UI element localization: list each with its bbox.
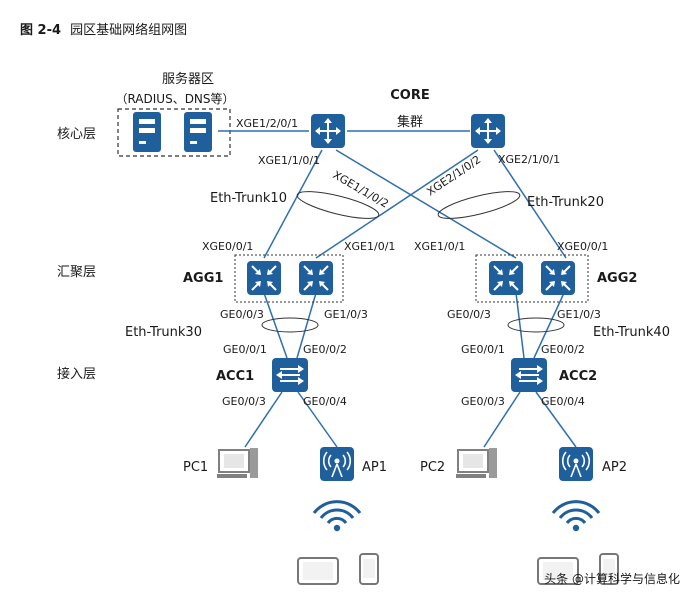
agg1-label: AGG1 [183,271,223,286]
access-point-icon [558,446,594,482]
core2-port-agg2: XGE2/1/0/1 [498,153,560,166]
acc1-switch-icon [271,357,309,393]
trunk-ellipses [261,191,565,333]
pc2-label: PC2 [420,460,445,475]
pc-icon [216,447,259,479]
access-point-icon [319,446,355,482]
trunk40-label: Eth-Trunk40 [593,325,670,340]
link-acc1-pc1 [244,391,283,448]
wifi-signal-icon [551,500,601,533]
trunk10-label: Eth-Trunk10 [210,191,287,206]
acc2-port-up-b: GE0/0/2 [541,343,585,356]
link-acc1-ap1 [297,391,338,448]
pc1-label: PC1 [183,460,208,475]
acc1-port-up-b: GE0/0/2 [303,343,347,356]
trunk20-label: Eth-Trunk20 [527,195,604,210]
core-label: CORE [390,88,429,103]
core1-router-icon [310,113,346,149]
core1-port-servers: XGE1/2/0/1 [236,117,298,130]
agg1-port-acc-a: GE0/0/3 [220,308,264,321]
acc2-port-up-a: GE0/0/1 [461,343,505,356]
agg2-label: AGG2 [597,271,637,286]
link-acc2-ap2 [535,391,577,448]
link-core2-agg2 [493,149,567,259]
server-area-box [117,108,231,157]
agg1-port-core1: XGE0/0/1 [202,240,253,253]
server-area-subtitle: （RADIUS、DNS等） [115,92,234,106]
agg2-port-acc-a: GE0/0/3 [447,308,491,321]
link-agg1b-acc1 [296,292,317,359]
agg1-port-acc-b: GE1/0/3 [324,308,368,321]
acc2-port-ap: GE0/0/4 [541,395,585,408]
layer-label-aggregation: 汇聚层 [57,265,96,280]
link-core1-agg2 [335,149,517,259]
link-agg1a-acc1 [263,292,288,359]
acc2-port-pc: GE0/0/3 [461,395,505,408]
layer-label-access: 接入层 [57,366,96,382]
agg2-port-core1: XGE1/0/1 [414,240,465,253]
core1-port-agg2: XGE1/1/0/2 [331,168,391,210]
acc1-port-ap: GE0/0/4 [303,395,347,408]
agg2-port-acc-b: GE1/0/3 [557,308,601,321]
layer-label-core: 核心层 [57,127,96,142]
trunk20-ellipse [437,191,521,219]
figure-number: 图 2-4 [20,23,61,38]
trunk40-ellipse [507,317,565,333]
watermark: 头条 @计算科学与信息化 [544,571,680,586]
acc2-label: ACC2 [559,369,597,384]
server-area-title: 服务器区 [162,71,214,87]
agg2-switch-icon [540,260,576,296]
agg1-stack-box [234,254,344,303]
core1-port-agg1: XGE1/1/0/1 [258,154,320,167]
agg2-switch-icon [488,260,524,296]
agg1-switch-icon [298,260,334,296]
acc1-port-pc: GE0/0/3 [222,395,266,408]
links [218,130,577,448]
tablet-icon [297,557,339,585]
link-agg2b-acc2 [533,292,565,359]
trunk10-ellipse [296,191,380,219]
agg2-port-core2: XGE0/0/1 [557,240,608,253]
ap1-label: AP1 [362,460,387,475]
pc-icon [455,447,498,479]
acc2-switch-icon [510,357,548,393]
acc1-port-up-a: GE0/0/1 [223,343,267,356]
phone-icon [359,553,379,585]
cluster-label: 集群 [397,114,423,130]
server-icon [133,112,161,152]
trunk30-label: Eth-Trunk30 [125,325,202,340]
ap2-label: AP2 [602,460,627,475]
server-icon [184,112,212,152]
agg1-port-core2: XGE1/0/1 [344,240,395,253]
link-acc2-pc2 [483,391,521,448]
wifi-signal-icon [312,500,362,533]
agg1-switch-icon [246,260,282,296]
link-agg2a-acc2 [515,292,525,359]
core2-router-icon [470,113,506,149]
link-core2-agg1 [315,149,479,259]
core2-port-agg1: XGE2/1/0/2 [424,153,483,199]
trunk30-ellipse [261,317,319,333]
acc1-label: ACC1 [216,369,254,384]
figure-title: 园区基础网络组网图 [70,22,187,38]
link-core1-agg1 [263,149,323,259]
figure-caption: 图 2-4 园区基础网络组网图 [20,22,187,38]
agg2-stack-box [475,254,589,303]
